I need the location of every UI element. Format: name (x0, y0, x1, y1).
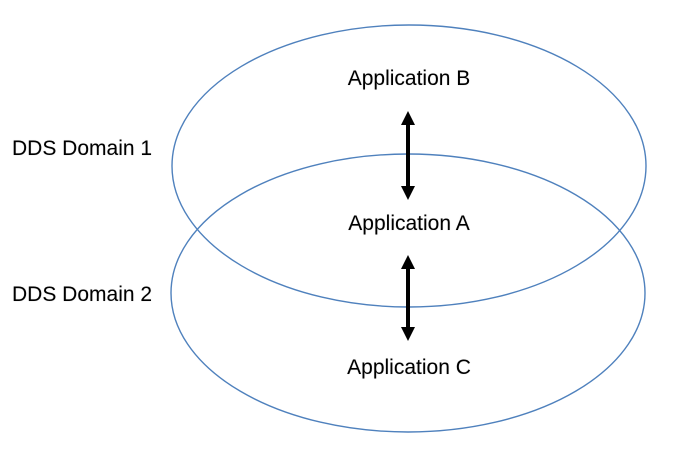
application-c-label: Application C (347, 356, 471, 379)
arrow-a-c-icon (401, 255, 415, 341)
arrow-b-a-head-down (401, 186, 415, 200)
arrow-a-c-head-down (401, 327, 415, 341)
arrow-b-a-head-up (401, 111, 415, 125)
dds-domain-2-label: DDS Domain 2 (12, 283, 153, 306)
dds-domain-1-label: DDS Domain 1 (12, 137, 153, 160)
arrow-a-c-head-up (401, 255, 415, 269)
application-b-label: Application B (347, 67, 471, 90)
arrow-b-a-icon (401, 111, 415, 200)
application-a-label: Application A (348, 212, 470, 235)
